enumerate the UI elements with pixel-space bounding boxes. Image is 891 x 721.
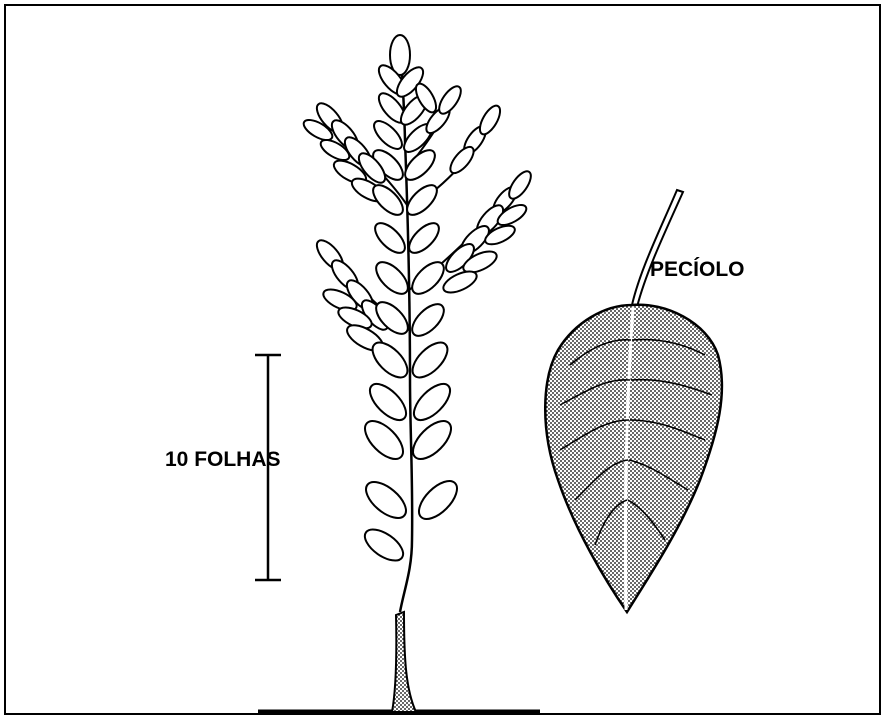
leaf — [407, 415, 458, 466]
leaf — [440, 267, 479, 297]
leaf — [364, 378, 412, 426]
petiole-label: PECÍOLO — [650, 258, 745, 281]
leaf — [371, 257, 413, 299]
leaf — [407, 337, 454, 384]
leaf — [413, 475, 464, 526]
leaf — [446, 143, 477, 177]
leaf — [505, 168, 535, 202]
leaf — [370, 218, 410, 258]
leaf — [360, 475, 412, 524]
trunk-base — [392, 612, 416, 712]
leaf — [476, 103, 504, 138]
seedling-leaves — [301, 35, 535, 567]
leaf — [408, 378, 456, 426]
ten-leaves-label: 10 FOLHAS — [165, 448, 281, 471]
petiole — [632, 190, 683, 307]
leaf — [360, 523, 409, 566]
leaf — [407, 257, 449, 299]
leaf — [359, 415, 410, 466]
leaf — [407, 299, 449, 341]
leaf — [404, 218, 444, 258]
